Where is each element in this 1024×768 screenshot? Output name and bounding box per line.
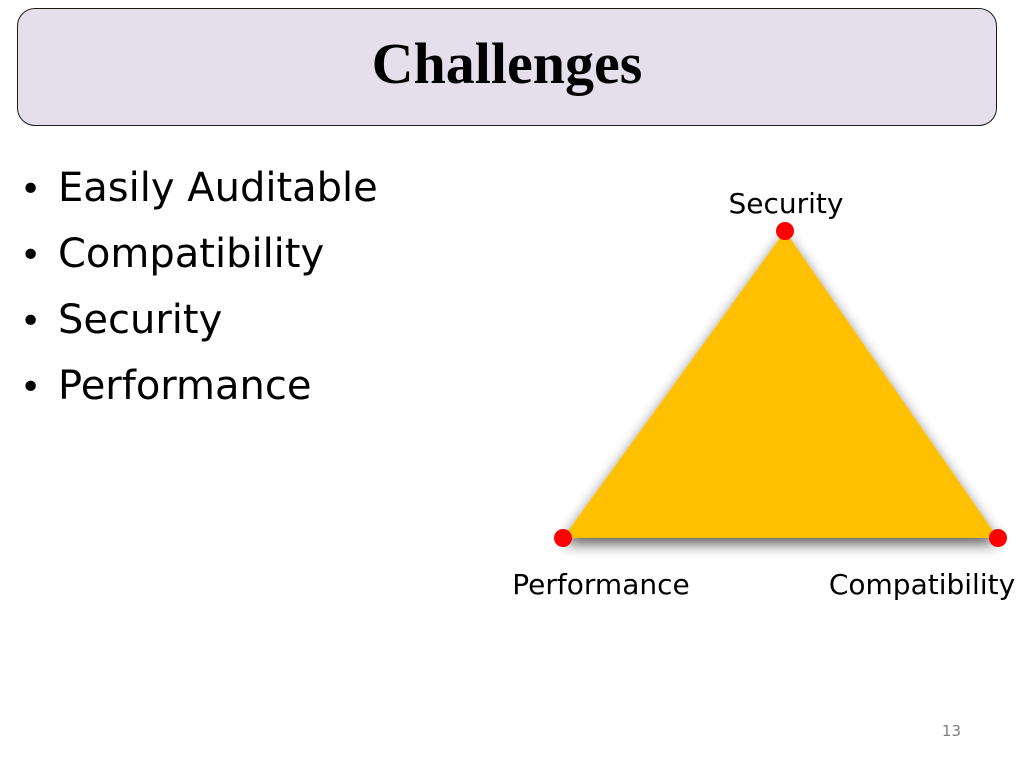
bullet-text: Easily Auditable: [58, 165, 378, 211]
vertex-dot-bottom-left: [554, 529, 572, 547]
vertex-dot-bottom-right: [989, 529, 1007, 547]
bullet-item: • Performance: [20, 358, 378, 424]
bullet-item: • Easily Auditable: [20, 160, 378, 226]
triangle-shape: [563, 231, 998, 538]
vertex-label-compatibility: Compatibility: [829, 568, 1015, 601]
vertex-label-performance: Performance: [512, 568, 689, 601]
page-number: 13: [941, 722, 961, 740]
bullet-item: • Security: [20, 292, 378, 358]
title-box: Challenges: [17, 8, 997, 126]
bullet-dot-icon: •: [20, 367, 42, 408]
bullet-text: Security: [58, 297, 223, 343]
vertex-label-security: Security: [729, 187, 844, 220]
bullet-dot-icon: •: [20, 235, 42, 276]
bullet-text: Compatibility: [58, 231, 325, 277]
slide-title: Challenges: [371, 31, 643, 96]
bullet-dot-icon: •: [20, 301, 42, 342]
bullet-dot-icon: •: [20, 169, 42, 210]
bullet-item: • Compatibility: [20, 226, 378, 292]
bullet-list: • Easily Auditable • Compatibility • Sec…: [20, 160, 378, 424]
bullet-text: Performance: [58, 363, 312, 409]
vertex-dot-top: [776, 222, 794, 240]
